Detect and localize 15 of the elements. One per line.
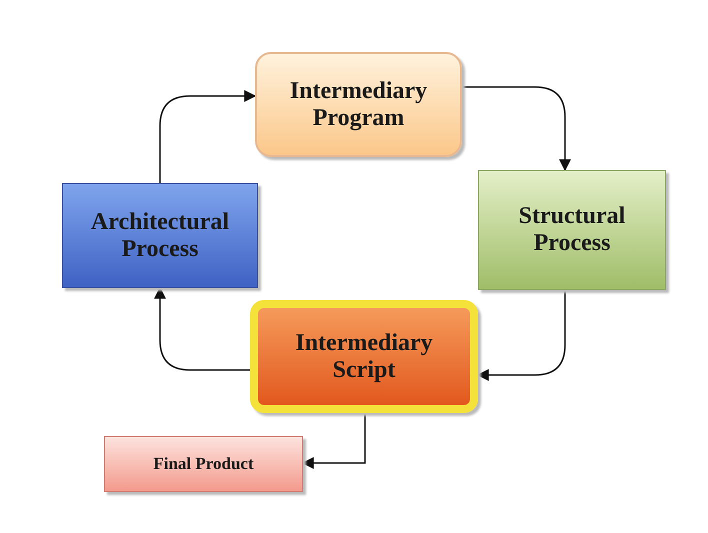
process-box	[62, 183, 258, 288]
arrow	[462, 86, 571, 172]
highlighted-process-box	[250, 300, 478, 413]
box-label: Intermediary Program	[288, 78, 428, 132]
arrow	[302, 413, 366, 469]
box-label: Intermediary Script	[295, 330, 433, 384]
process-box	[255, 52, 462, 157]
arrow	[154, 286, 250, 371]
arrow	[159, 90, 256, 183]
process-box	[478, 170, 666, 290]
box-label: Architectural Process	[90, 208, 230, 262]
arrow	[476, 290, 566, 381]
output-box	[104, 436, 303, 492]
box-label: Structural Process	[518, 203, 626, 257]
box-label: Final Product	[153, 454, 254, 474]
